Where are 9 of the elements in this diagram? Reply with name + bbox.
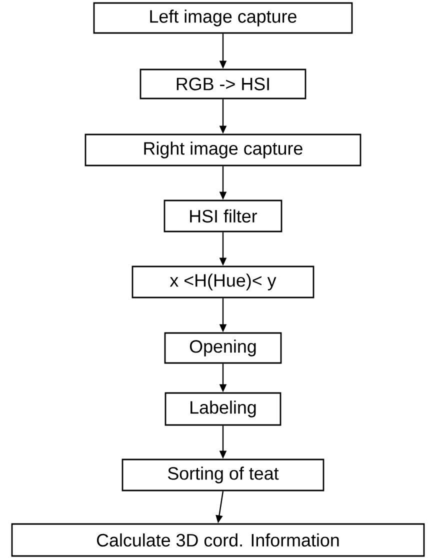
- process-box: RGB -> HSI: [140, 68, 306, 100]
- process-box: HSI filter: [164, 200, 282, 232]
- process-box: Calculate 3D cord. Information: [11, 523, 425, 557]
- process-box: Opening: [164, 332, 282, 364]
- process-box: Labeling: [164, 392, 282, 426]
- process-box: Left image capture: [93, 2, 353, 34]
- process-box: Right image capture: [84, 134, 362, 166]
- process-box: Sorting of teat: [122, 458, 324, 492]
- process-box: x <H(Hue)< y: [132, 266, 314, 298]
